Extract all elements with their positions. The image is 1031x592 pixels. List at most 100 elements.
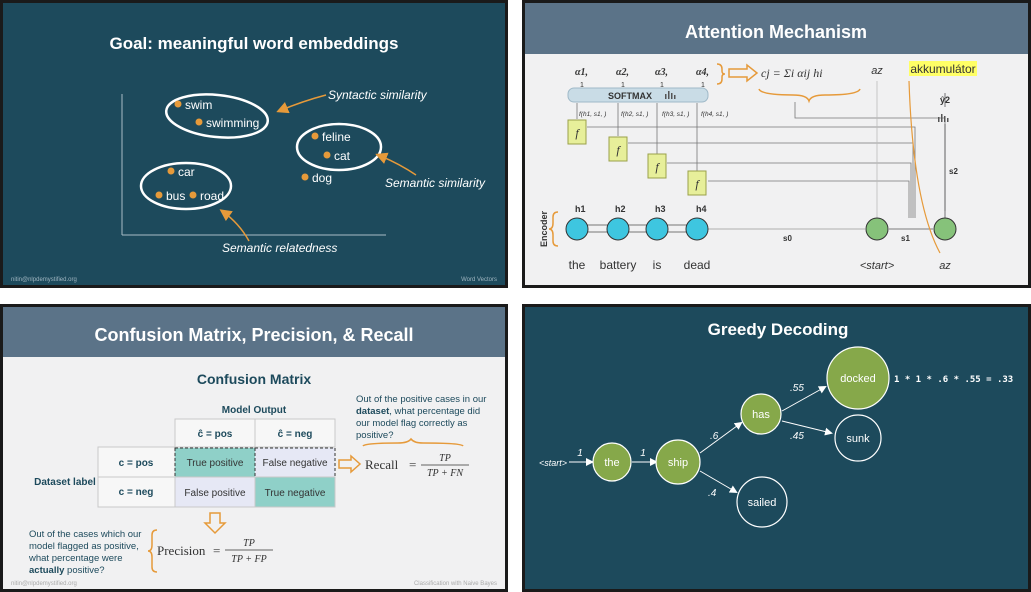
precision-brace — [147, 529, 158, 573]
recall-denominator: TP + FN — [427, 468, 464, 479]
word-the: the — [569, 258, 586, 272]
node-the — [592, 442, 632, 482]
node-ship — [655, 439, 701, 485]
decoder-node-1 — [933, 217, 957, 241]
point-car — [167, 167, 175, 175]
f-box-2 — [608, 136, 628, 162]
formula-brace — [758, 88, 861, 104]
panel-word-embeddings: Goal: meaningful word embeddings swim sw… — [0, 0, 508, 288]
h4-label: h4 — [696, 204, 707, 214]
svg-text:what percentage were: what percentage were — [28, 553, 122, 564]
edge-has-sunk: .45 — [790, 431, 804, 442]
feedback-arrow — [908, 80, 941, 254]
point-swimming — [195, 118, 203, 126]
f-label-4: f(h4, s1, ) — [701, 111, 728, 118]
alpha-1: α1, — [575, 67, 588, 78]
f-label-3: f(h3, s1, ) — [662, 111, 689, 118]
encoder-brace — [548, 211, 559, 247]
alpha-brace — [716, 63, 726, 85]
word-bus: bus — [166, 189, 185, 203]
softmax-histogram-icon — [665, 91, 676, 99]
encoder-node-4 — [685, 217, 709, 241]
encoder-node-1 — [565, 217, 589, 241]
word-is: is — [653, 258, 662, 272]
node-sunk — [834, 414, 882, 462]
svg-text:f: f — [695, 177, 700, 191]
cluster-car — [139, 161, 233, 211]
point-feline — [311, 132, 319, 140]
alpha-sub-2: 1 — [621, 82, 625, 89]
encoder-nodes — [565, 217, 709, 241]
arrow-semantic — [375, 152, 417, 176]
attention-title: Attention Mechanism — [685, 22, 867, 42]
attention-header — [525, 3, 1028, 54]
svg-text:our model flag correctly as: our model flag correctly as — [356, 418, 468, 429]
svg-text:Out of the cases which our: Out of the cases which our — [29, 529, 141, 540]
word-car: car — [178, 165, 195, 179]
svg-text:f: f — [575, 126, 580, 140]
f-box-4 — [687, 170, 707, 196]
h2-label: h2 — [615, 204, 626, 214]
confusion-footer-right: Classification with Naive Bayes — [414, 581, 497, 587]
panel-confusion-matrix: Confusion Matrix, Precision, & Recall Co… — [0, 304, 508, 592]
probability-product: 1 * 1 * .6 * .55 = .33 — [894, 375, 1013, 385]
recall-numerator: TP — [439, 453, 451, 464]
edge-has-docked: .55 — [790, 383, 804, 394]
arrow-syntactic — [276, 94, 327, 114]
h1-label: h1 — [575, 204, 586, 214]
label-syntactic: Syntactic similarity — [328, 88, 428, 102]
footer-left: nitin@nlpdemystified.org — [11, 277, 77, 283]
precision-eq: = — [213, 543, 220, 558]
footer-right: Word Vectors — [461, 277, 497, 283]
alpha-sub-4: 1 — [701, 82, 705, 89]
encoder-node-3 — [645, 217, 669, 241]
node-has-label: has — [752, 409, 770, 421]
node-docked-label: docked — [840, 373, 875, 385]
svg-text:f: f — [655, 160, 660, 174]
word-cat: cat — [334, 149, 351, 163]
az-top: az — [871, 65, 883, 77]
point-dog — [301, 173, 309, 181]
formula-arrow — [728, 63, 759, 83]
model-output-label: Model Output — [222, 405, 287, 416]
cluster-swim — [164, 93, 270, 139]
s0-label: s0 — [783, 234, 792, 243]
greedy-figure: Greedy Decoding <start> 1 1 .6 .4 .55 .4… — [539, 320, 1013, 528]
precision-numerator: TP — [243, 538, 255, 549]
node-sailed-label: sailed — [748, 497, 777, 509]
encoder-node-2 — [606, 217, 630, 241]
embedding-figure: Goal: meaningful word embeddings swim sw… — [11, 34, 497, 283]
akkumulator-label: akkumulátor — [910, 62, 975, 76]
svg-text:positive?: positive? — [356, 430, 394, 441]
confusion-table — [97, 418, 336, 508]
edge-the-ship: 1 — [640, 448, 646, 459]
precision-question: Out of the cases which our model flagged… — [28, 529, 141, 576]
decoder-start-word: <start> — [860, 260, 895, 272]
context-formula: cj = Σi αij hi — [761, 66, 823, 80]
svg-text:dataset, what percentage did: dataset, what percentage did — [356, 406, 480, 417]
svg-text:Out of the positive cases in o: Out of the positive cases in our — [356, 394, 486, 405]
point-bus — [155, 191, 163, 199]
cluster-feline — [295, 122, 383, 172]
start-token: <start> — [539, 458, 567, 468]
attention-figure: Attention Mechanism α1, α2, α3, α4, 1 1 … — [525, 3, 1028, 272]
word-swim: swim — [185, 98, 212, 112]
word-battery: battery — [600, 258, 637, 272]
panel-greedy-decoding: Greedy Decoding <start> 1 1 .6 .4 .55 .4… — [522, 304, 1031, 592]
score-connections — [576, 102, 946, 218]
word-swimming: swimming — [206, 116, 259, 130]
softmax-box — [567, 87, 709, 103]
s2-label: s2 — [949, 167, 958, 176]
dataset-label: Dataset label — [34, 477, 96, 488]
point-road — [189, 191, 197, 199]
node-the-label: the — [604, 457, 619, 469]
label-semantic: Semantic similarity — [385, 176, 486, 190]
output-histogram-icon — [938, 114, 949, 122]
confusion-header — [3, 307, 505, 357]
akkumulator-highlight — [909, 61, 977, 76]
score-functions: f f f f — [567, 119, 707, 196]
node-ship-label: ship — [668, 457, 688, 469]
node-docked — [826, 346, 890, 410]
encoder-label: Encoder — [539, 210, 549, 247]
arrow-relatedness — [219, 209, 250, 242]
